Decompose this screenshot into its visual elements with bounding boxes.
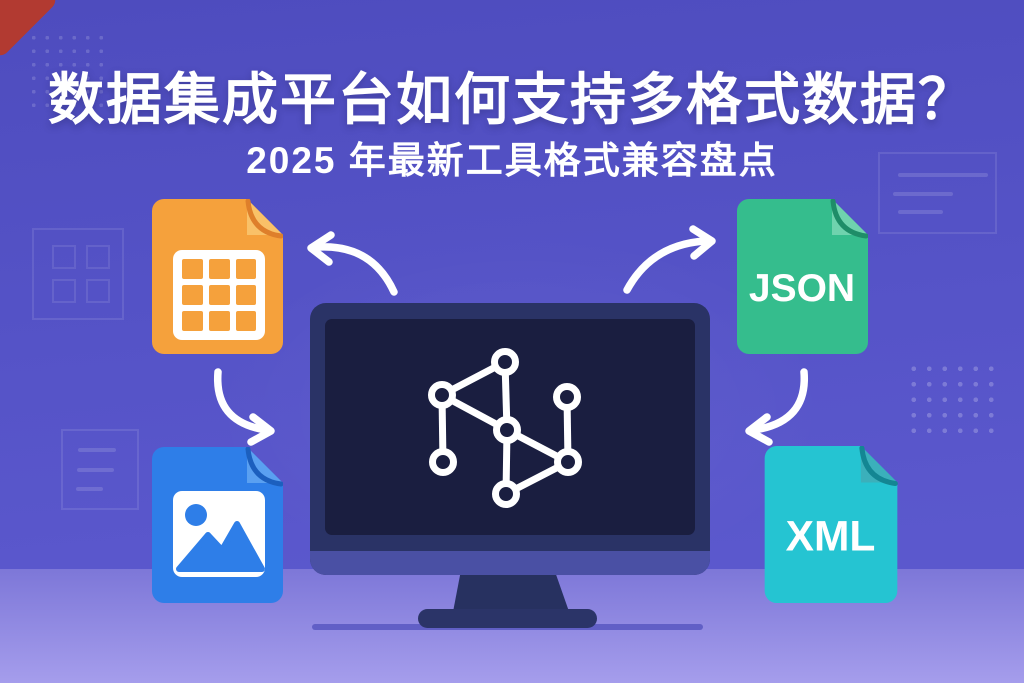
- dot-grid-decoration-top-left: [27, 31, 109, 111]
- monitor-base: [418, 609, 597, 628]
- arrow-to-spreadsheet: [307, 231, 398, 296]
- deco-square: [52, 245, 76, 269]
- arrow-to-json: [623, 225, 716, 294]
- deco-line: [898, 173, 988, 177]
- page-subtitle: 2025 年最新工具格式兼容盘点: [246, 140, 778, 181]
- deco-square: [52, 279, 76, 303]
- grid-outline-decoration: [32, 228, 124, 320]
- json-label: JSON: [749, 267, 855, 310]
- monitor: [310, 303, 710, 575]
- dot-grid-decoration-right: [906, 361, 999, 435]
- monitor-stand: [453, 574, 569, 611]
- deco-square: [86, 245, 110, 269]
- monitor-screen: [325, 319, 695, 535]
- deco-line: [898, 210, 943, 214]
- deco-line: [78, 448, 116, 452]
- spreadsheet-grid-cells: [182, 259, 256, 331]
- document-outline-decoration-left: [61, 429, 139, 510]
- arrow-json-down: [745, 368, 808, 446]
- xml-label: XML: [786, 512, 876, 560]
- spreadsheet-file-icon: [152, 198, 284, 359]
- picture-glyph: [176, 504, 265, 572]
- page-title: 数据集成平台如何支持多格式数据？: [48, 68, 976, 131]
- json-file-icon: JSON: [737, 198, 869, 359]
- deco-line: [893, 192, 953, 196]
- network-graph-icon: [428, 348, 582, 508]
- deco-line: [76, 487, 103, 491]
- card-outline-decoration-top-right: [878, 152, 997, 234]
- xml-file-icon: XML: [763, 445, 899, 608]
- deco-square: [86, 279, 110, 303]
- arrow-spreadsheet-down: [214, 368, 275, 446]
- image-file-icon: [152, 446, 284, 608]
- monitor-chin: [310, 551, 710, 575]
- deco-line: [77, 468, 114, 472]
